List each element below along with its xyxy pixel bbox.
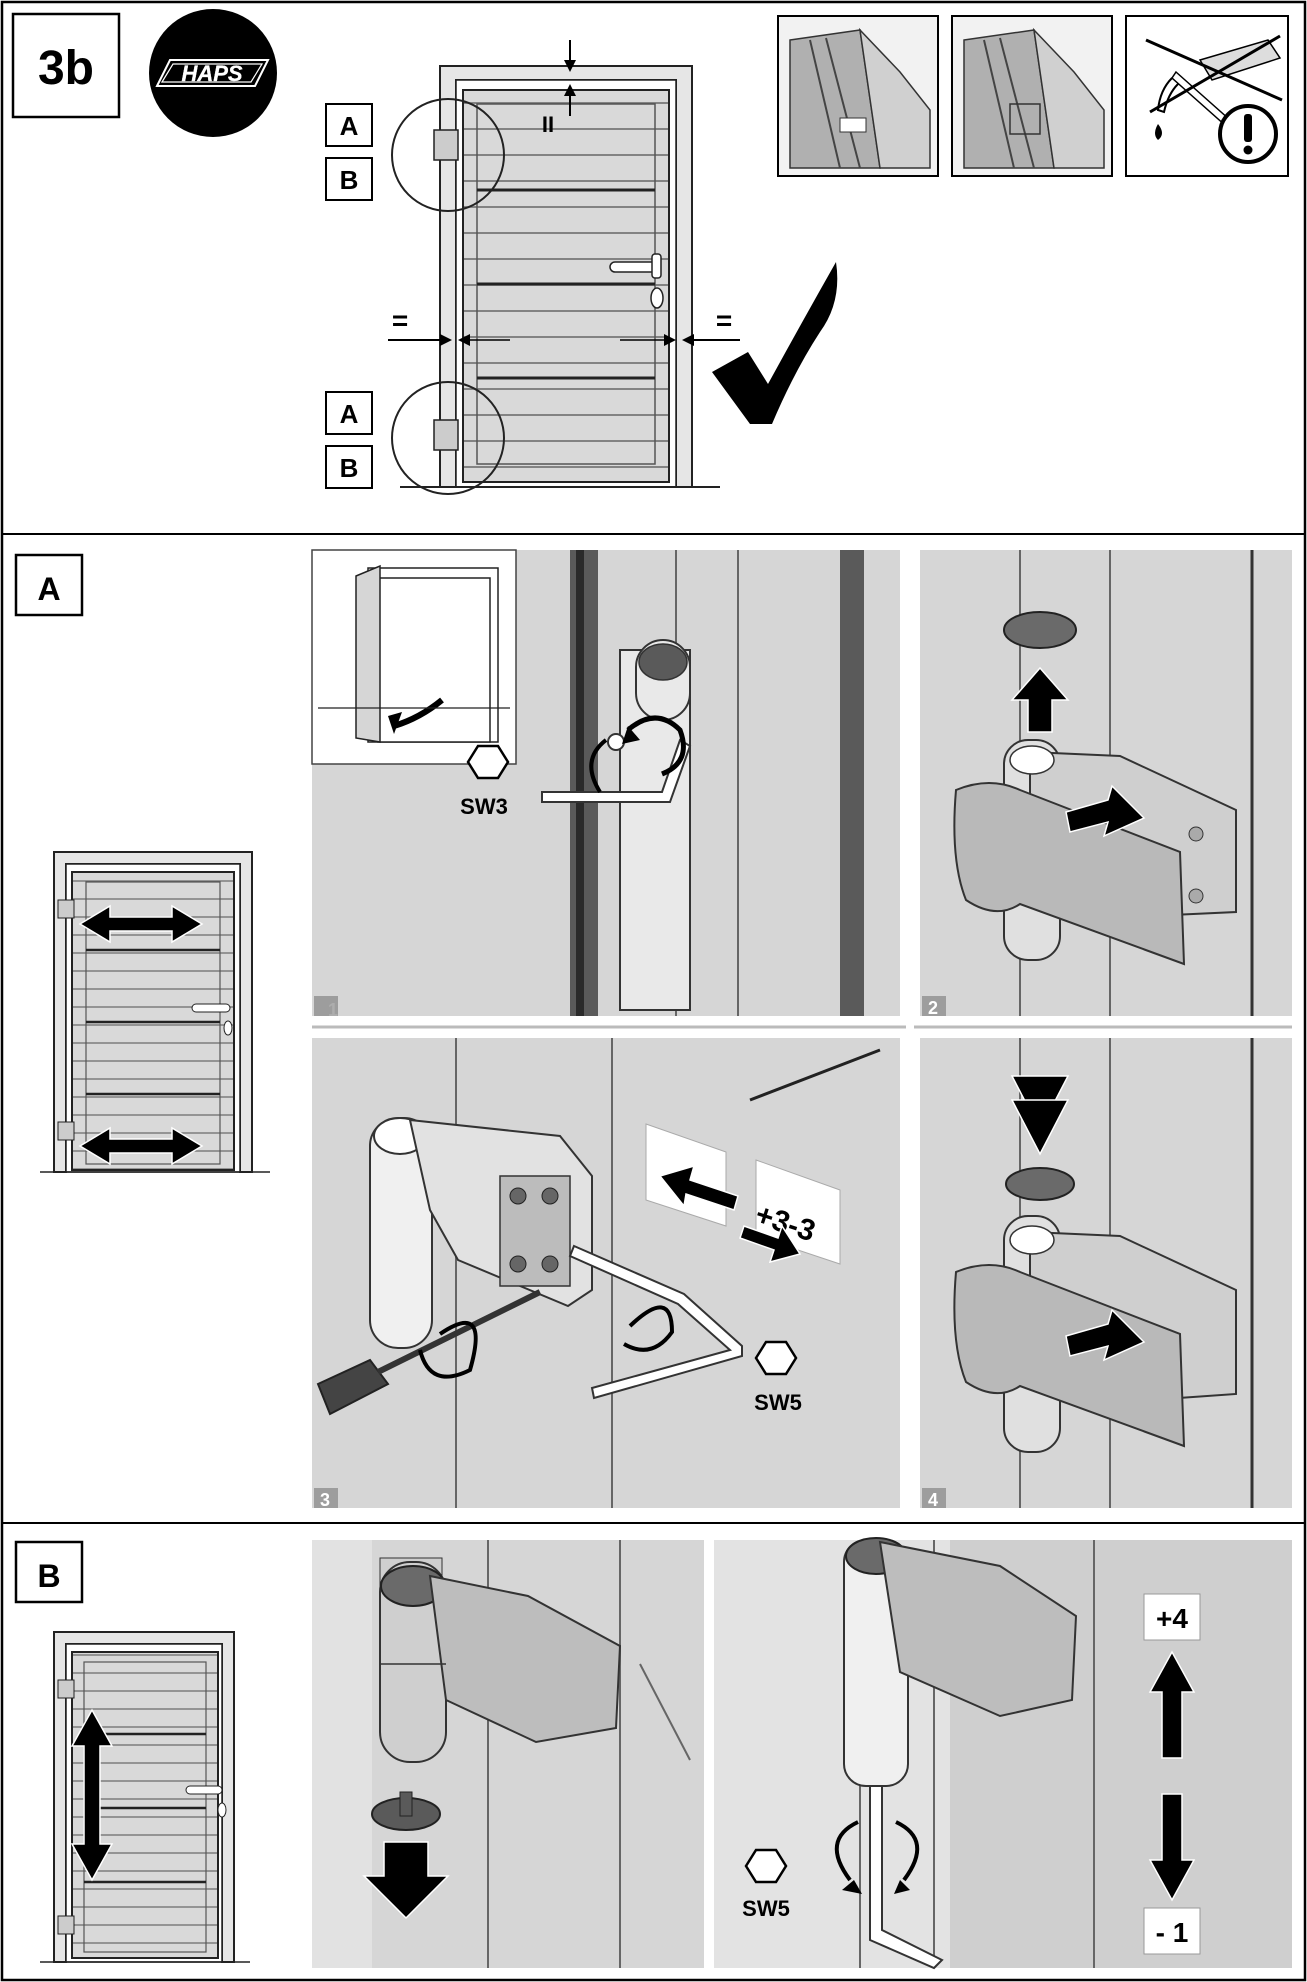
arrow-up	[1148, 1650, 1196, 1759]
range-min-label: - 1	[1156, 1917, 1189, 1948]
panel-2: 2	[920, 550, 1292, 1018]
arrow-down	[1148, 1793, 1196, 1902]
gap-top-mark: II	[542, 112, 554, 137]
no-oil-warning	[1125, 15, 1289, 177]
hinge-top-a: A	[340, 111, 359, 141]
checkmark-icon	[712, 262, 838, 424]
section-b-label: B	[37, 1558, 60, 1594]
panel-4-number: 4	[928, 1490, 938, 1510]
section-a-label: A	[37, 571, 60, 607]
tool-sw5-b: SW5	[742, 1896, 790, 1921]
panel-3: +3-3 3 SW5	[312, 1038, 900, 1510]
hinge-bottom-a: A	[340, 399, 359, 429]
hex-key-icon-sw5-b	[744, 1848, 788, 1884]
tool-sw5-a: SW5	[754, 1390, 802, 1415]
panel-2-number: 2	[928, 998, 938, 1018]
door-horizontal-adjust	[40, 851, 270, 1173]
hinge-labels-top: A B	[325, 103, 373, 201]
hinge-labels-bottom: A B	[325, 391, 373, 489]
door-illustration: II = =	[388, 40, 740, 495]
door-vertical-adjust	[40, 1631, 250, 1963]
cross-line-2	[1149, 34, 1281, 114]
panel-b1	[312, 1540, 704, 1968]
hinge-bottom-b: B	[340, 453, 359, 483]
range-max-label: +4	[1156, 1603, 1188, 1634]
profile-detail-2	[951, 15, 1113, 177]
gap-right-mark: =	[716, 305, 732, 336]
panel-1: 1 SW3	[311, 549, 900, 1020]
panel-b2: +4 - 1 SW5	[714, 1537, 1292, 1970]
hinge-top-b: B	[340, 165, 359, 195]
step-badge: 3b	[11, 12, 121, 119]
section-b-badge: B	[14, 1540, 84, 1604]
profile-detail-1	[777, 15, 939, 177]
cross-line-1	[1145, 38, 1283, 102]
panel-3-number: 3	[320, 1490, 330, 1510]
hex-key-icon	[466, 744, 510, 780]
haps-logo: HAPS	[149, 9, 277, 137]
hex-key-icon-sw5	[754, 1340, 798, 1376]
brand-text: HAPS	[181, 61, 242, 86]
step-number: 3b	[38, 42, 94, 95]
gap-left-mark: =	[392, 305, 408, 336]
tool-sw3: SW3	[460, 794, 508, 819]
section-a-badge: A	[14, 553, 84, 617]
panel-4: 4	[920, 1038, 1292, 1510]
